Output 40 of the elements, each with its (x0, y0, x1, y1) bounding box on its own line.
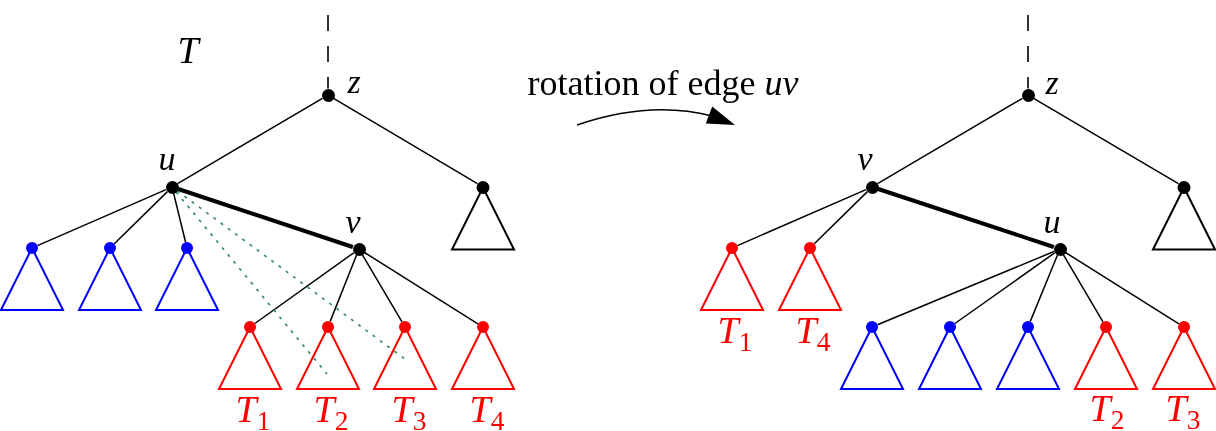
tree-edge (332, 97, 479, 185)
tree-edge (113, 190, 169, 245)
tree-edge (1064, 251, 1180, 325)
tree-edge (36, 188, 167, 247)
subtree-label: T$_{3}$ (391, 390, 427, 428)
tree-edge (329, 254, 358, 323)
dotted-line (176, 190, 406, 360)
tree-edge (176, 97, 324, 185)
subtree-label: T$_{2}$ (313, 390, 349, 428)
vertex-label: z (1045, 66, 1059, 100)
subtree-label: T$_{1}$ (717, 311, 753, 349)
tree-edge (1029, 254, 1059, 323)
tree-edge (736, 188, 867, 247)
dotted-line (175, 191, 328, 375)
vertex-label: v (857, 142, 873, 176)
tree-edge (813, 190, 869, 245)
thick-edge (177, 187, 354, 249)
thick-edge (877, 187, 1055, 249)
subtree-label: T$_{2}$ (1089, 389, 1125, 427)
tree-edge (876, 250, 1055, 326)
tree-edge (1062, 253, 1104, 323)
tree-edge (361, 253, 403, 323)
dashed-line (1027, 14, 1029, 90)
vertex-label: z (347, 65, 361, 99)
vertex-label: v (345, 205, 361, 239)
vertex-label: u (158, 142, 176, 176)
tree-edge (363, 251, 479, 325)
subtree-label: T$_{1}$ (235, 390, 271, 428)
subtree-label: T$_{3}$ (1165, 389, 1201, 427)
tree-name: T (177, 31, 199, 69)
tree-edge (172, 192, 187, 243)
tree-edge (1032, 97, 1180, 185)
tree-edge (254, 252, 355, 325)
tree-edge (876, 97, 1024, 185)
vertex-label: u (1043, 205, 1061, 239)
tree-edge (954, 252, 1056, 325)
dashed-line (327, 14, 329, 90)
arrow-label: rotation of edge uv (527, 65, 799, 101)
subtree-label: T$_{4}$ (469, 390, 505, 428)
subtree-label: T$_{4}$ (795, 311, 831, 349)
